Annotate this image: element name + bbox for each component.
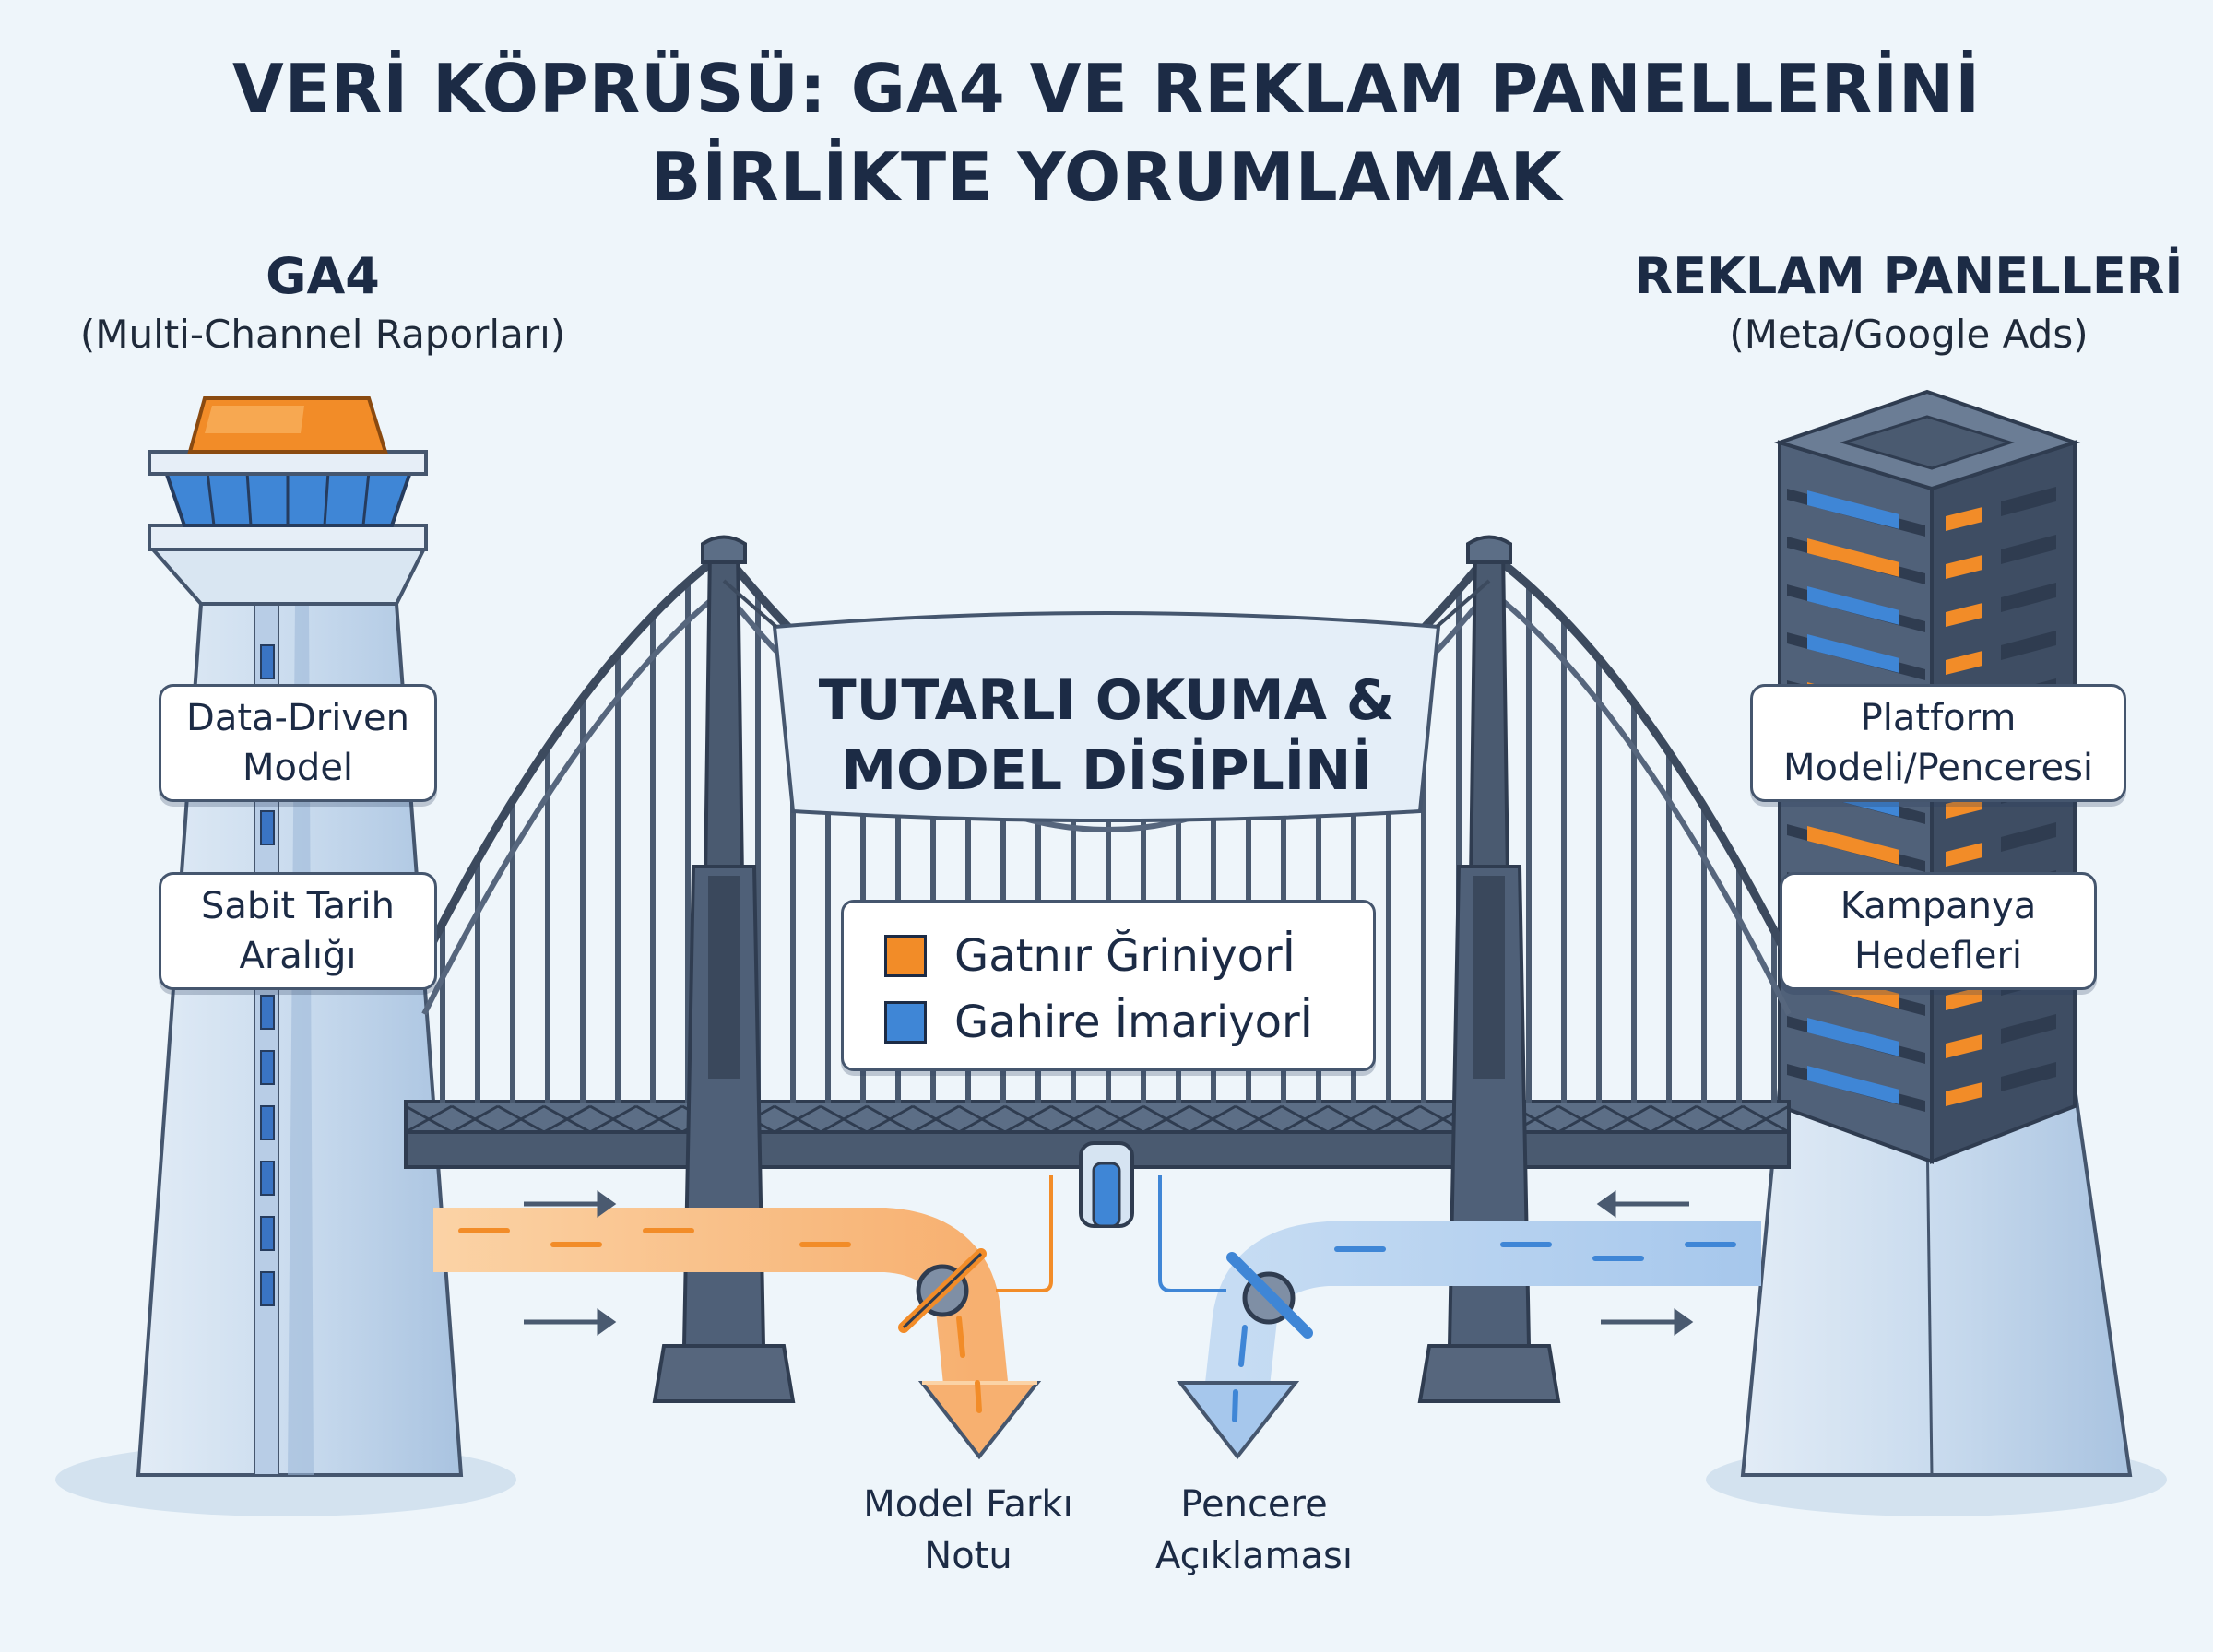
legend-item-blue: Gahire İmariyorİ <box>884 995 1313 1050</box>
truss-beam <box>774 1104 822 1134</box>
ga4-control-tower <box>136 396 464 1477</box>
truss-beam <box>1557 1104 1605 1134</box>
truss-beam <box>912 1104 960 1134</box>
truss-beam <box>1281 1104 1329 1134</box>
server-slot-indicator <box>1946 507 1982 531</box>
banner-cloth <box>772 611 1441 822</box>
server-slot-indicator <box>1946 1034 1982 1058</box>
truss-beam <box>497 1104 545 1134</box>
server-slot-indicator <box>1946 555 1982 579</box>
legend-item-orange: Gatnır Ğriniyorİ <box>884 928 1296 984</box>
ga4-subtitle: (Multi-Channel Raporları) <box>79 312 566 357</box>
output-window-explanation: Pencere Açıklaması <box>1155 1483 1353 1577</box>
title-line-1: VERİ KÖPRÜSÜ: GA4 VE REKLAM PANELLERİNİ <box>231 50 1982 127</box>
server-slot-vent <box>2001 631 2056 660</box>
truss-beam <box>1189 1104 1237 1134</box>
server-slot-indicator <box>1946 651 1982 675</box>
truss-beam <box>1373 1104 1421 1134</box>
legend-swatch-blue <box>884 1001 927 1044</box>
truss-beam <box>451 1104 499 1134</box>
server-slot-led <box>1807 1066 1899 1104</box>
truss-beam <box>1004 1104 1052 1134</box>
truss-beam <box>1142 1104 1190 1134</box>
server-slot-vent <box>2001 1062 2056 1092</box>
truss-beam <box>405 1104 453 1134</box>
truss-beam <box>1327 1104 1375 1134</box>
legend: Gatnır Ğriniyorİ Gahire İmariyorİ <box>841 900 1376 1071</box>
truss-beam <box>1650 1104 1698 1134</box>
server-slot-led <box>1807 490 1899 529</box>
ga4-title: GA4 <box>266 247 380 305</box>
truss-beam <box>1050 1104 1098 1134</box>
title-line-2: BİRLİKTE YORUMLAMAK <box>650 138 1563 216</box>
truss-beam <box>1696 1104 1744 1134</box>
server-slot-vent <box>2001 1014 2056 1044</box>
server-slot-led <box>1807 634 1899 673</box>
truss-beam <box>866 1104 914 1134</box>
ads-subtitle: (Meta/Google Ads) <box>1729 312 2089 357</box>
server-slot-vent <box>2001 487 2056 516</box>
server-slot-indicator <box>1946 843 1982 867</box>
truss-beam <box>1235 1104 1283 1134</box>
banner-line-2: MODEL DİSİPLİNİ <box>841 738 1372 803</box>
truss-beam <box>543 1104 591 1134</box>
server-slot-led <box>1807 826 1899 865</box>
truss-beam <box>589 1104 637 1134</box>
output-model-difference-note: Model Farkı Notu <box>863 1483 1073 1577</box>
server-slot-vent <box>2001 822 2056 852</box>
truss-beam <box>1096 1104 1144 1134</box>
ga4-data-flow <box>433 1175 1053 1460</box>
server-slot-led <box>1807 538 1899 577</box>
truss-beam <box>958 1104 1006 1134</box>
server-slot-led <box>1807 1018 1899 1056</box>
server-slot-led <box>1807 586 1899 625</box>
server-slot-indicator <box>1946 1082 1982 1106</box>
truss-beam <box>635 1104 683 1134</box>
server-slot-indicator <box>1946 986 1982 1010</box>
ads-data-flow <box>1158 1175 1761 1460</box>
banner-text: TUTARLI OKUMA & MODEL DİSİPLİNİ <box>793 666 1420 806</box>
banner-line-1: TUTARLI OKUMA & <box>818 668 1395 733</box>
ads-title: REKLAM PANELLERİ <box>1634 247 2183 305</box>
truss-beam <box>820 1104 868 1134</box>
truss-beam <box>1604 1104 1651 1134</box>
page-title: VERİ KÖPRÜSÜ: GA4 VE REKLAM PANELLERİNİ … <box>184 44 2029 221</box>
legend-swatch-orange <box>884 935 927 977</box>
server-slot-vent <box>2001 583 2056 612</box>
server-slot-vent <box>2001 535 2056 564</box>
truss-beam <box>1742 1104 1790 1134</box>
server-slot-indicator <box>1946 603 1982 627</box>
